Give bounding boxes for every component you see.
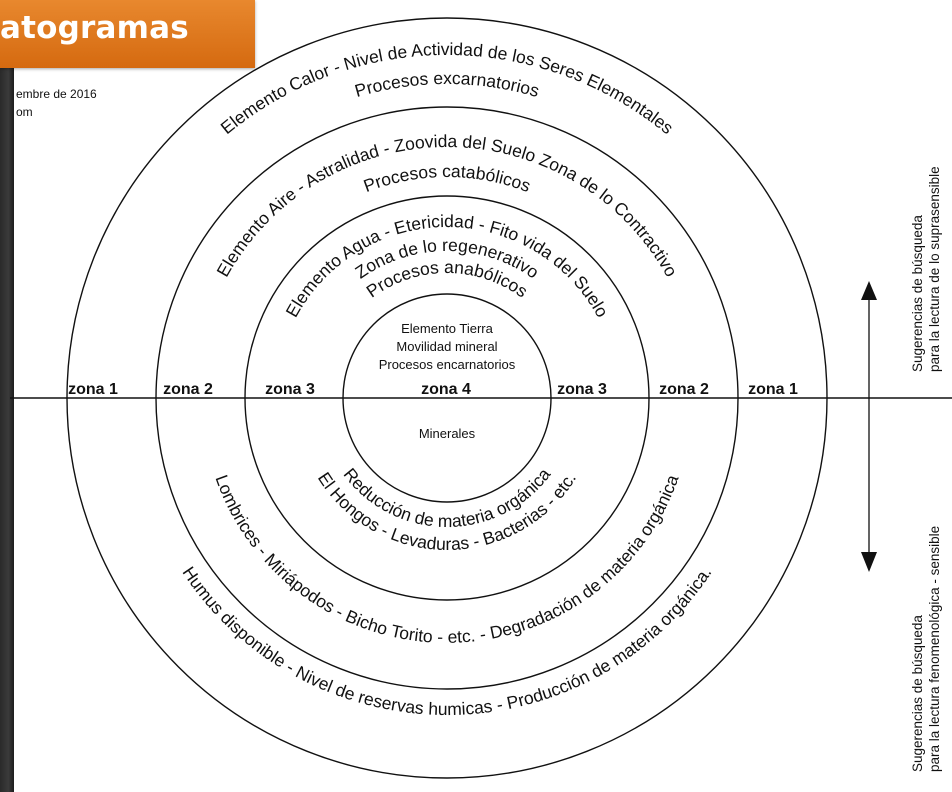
middle-ring-upper-sublabel: Procesos catabólicos bbox=[361, 161, 534, 196]
middle-ring-lower-label: Lombrices - Miriápodos - Bicho Torito - … bbox=[212, 472, 683, 647]
outer-ring-upper-sublabel: Procesos excarnatorios bbox=[352, 68, 541, 101]
core-lower-label: Minerales bbox=[419, 426, 476, 441]
banner-title: atogramas bbox=[0, 10, 189, 46]
meta-site: om bbox=[16, 105, 33, 119]
zone-label: zona 1 bbox=[68, 381, 118, 398]
zone-label: zona 2 bbox=[163, 381, 213, 398]
arrow-up-icon bbox=[861, 281, 877, 300]
zone-label: zona 4 bbox=[421, 381, 471, 398]
meta-date: embre de 2016 bbox=[16, 87, 97, 101]
side-note-top: Sugerencias de búsqueda para la lectura … bbox=[910, 166, 942, 372]
title-banner: atogramas bbox=[0, 0, 255, 68]
core-label: Elemento Tierra bbox=[401, 321, 494, 336]
zone-label: zona 2 bbox=[659, 381, 709, 398]
zone-label: zona 3 bbox=[265, 381, 315, 398]
side-note-bottom-line1: Sugerencias de búsqueda bbox=[910, 615, 925, 772]
side-note-bottom: Sugerencias de búsqueda para la lectura … bbox=[910, 526, 942, 772]
side-note-top-line2: para la lectura de lo suprasensible bbox=[927, 166, 942, 372]
arrow-down-icon bbox=[861, 552, 877, 572]
core-label: Movilidad mineral bbox=[396, 339, 497, 354]
left-photo-strip bbox=[0, 0, 14, 792]
zone-label: zona 3 bbox=[557, 381, 607, 398]
side-note-top-line1: Sugerencias de búsqueda bbox=[910, 215, 925, 372]
side-note-bottom-line2: para la lectura fenomenológica - sensibl… bbox=[927, 526, 942, 772]
zone-label: zona 1 bbox=[748, 381, 798, 398]
core-label: Procesos encarnatorios bbox=[379, 357, 516, 372]
